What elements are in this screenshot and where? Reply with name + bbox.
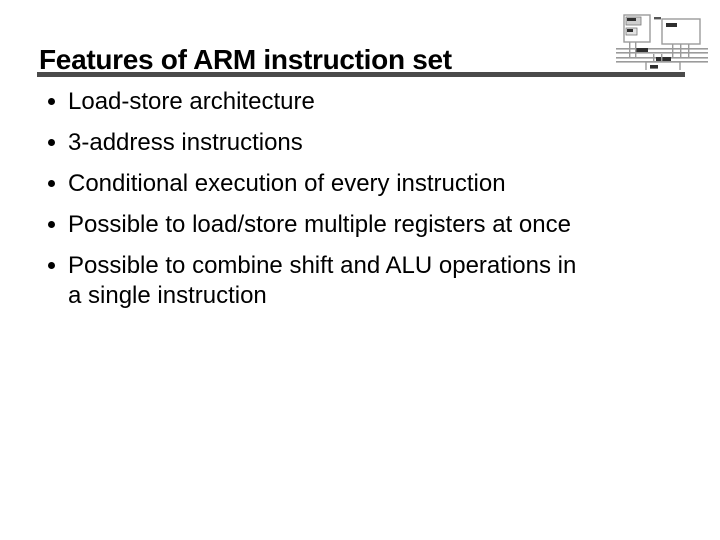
- system-bus-block-diagram-logo: [616, 14, 708, 70]
- bullet-text: Possible to combine shift and ALU operat…: [68, 252, 577, 279]
- bullet-dot: [48, 180, 55, 187]
- bullet-dot: [48, 139, 55, 146]
- list-item: Possible to combine shift and ALU operat…: [45, 251, 707, 311]
- list-item: Possible to load/store multiple register…: [45, 210, 707, 240]
- bullet-text: Possible to load/store multiple register…: [68, 211, 571, 238]
- bullet-dot: [48, 98, 55, 105]
- title-divider: [37, 72, 685, 77]
- bullet-text: Conditional execution of every instructi…: [68, 170, 506, 197]
- list-item: Load-store architecture: [45, 87, 707, 117]
- bullet-dot: [48, 262, 55, 269]
- bullet-dot: [48, 221, 55, 228]
- bullet-text-continuation: a single instruction: [68, 282, 267, 309]
- list-item: Conditional execution of every instructi…: [45, 169, 707, 199]
- bullet-text: Load-store architecture: [68, 88, 315, 115]
- page-title: Features of ARM instruction set: [39, 43, 452, 75]
- bullet-list: Load-store architecture 3-address instru…: [45, 87, 707, 322]
- bullet-text: 3-address instructions: [68, 129, 303, 156]
- list-item: 3-address instructions: [45, 128, 707, 158]
